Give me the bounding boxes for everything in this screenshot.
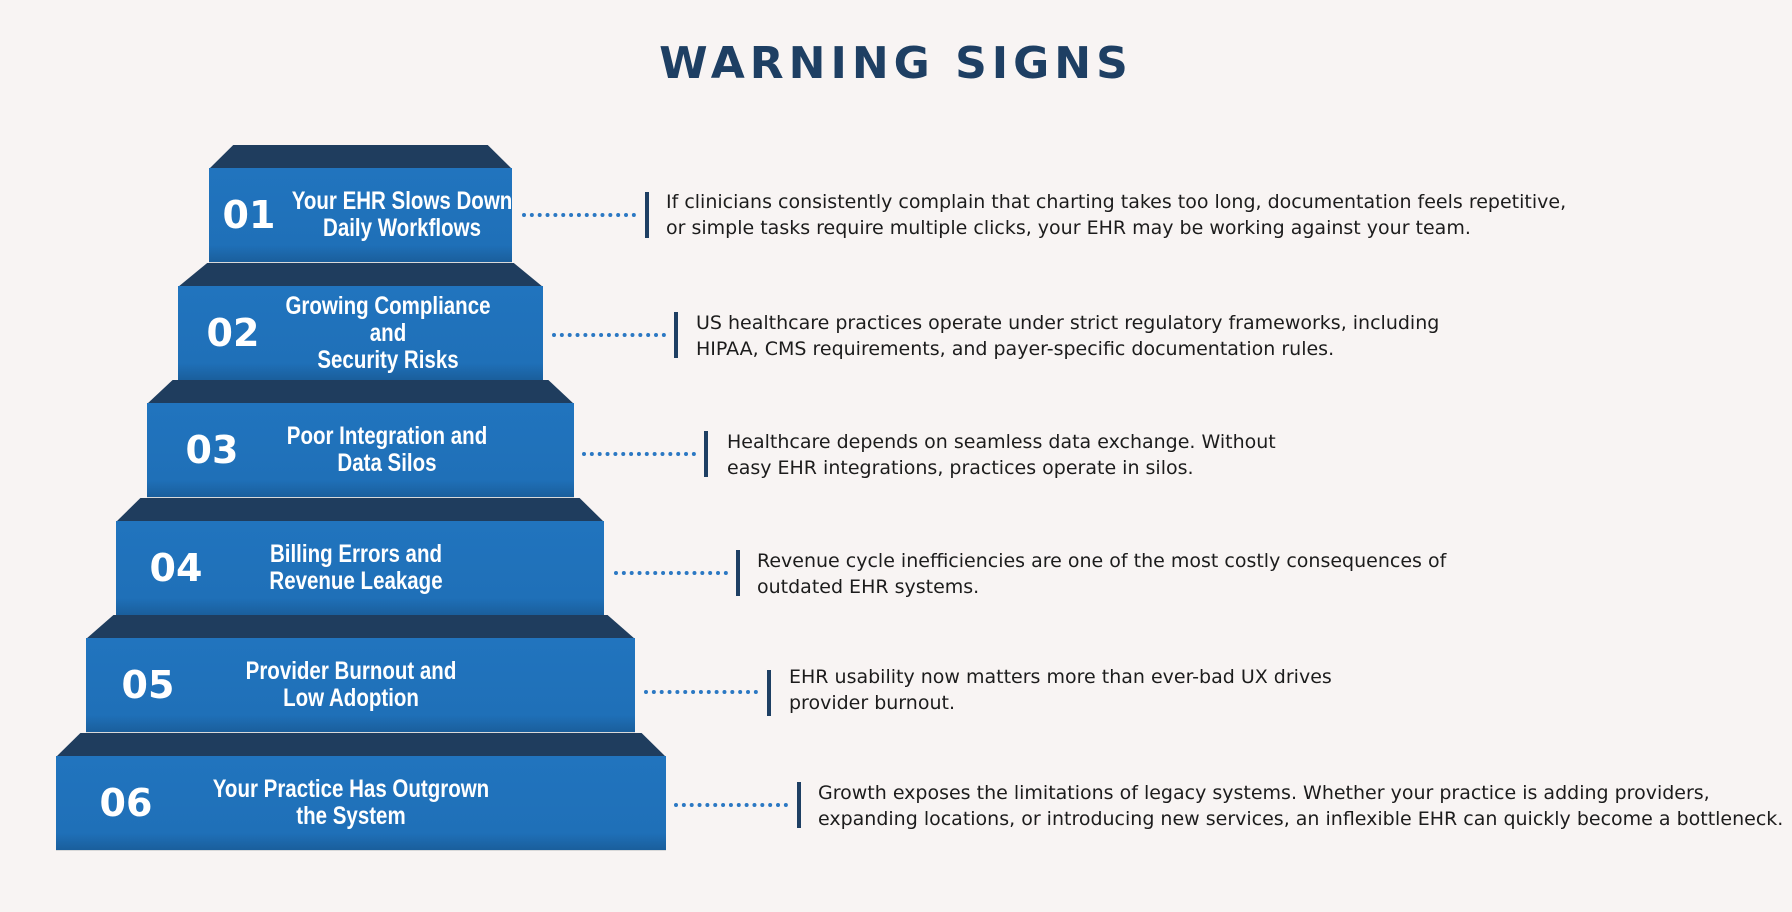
step-title: Billing Errors and Revenue Leakage (269, 540, 443, 595)
step-top-face (116, 498, 604, 522)
step-number: 05 (121, 663, 175, 707)
step-top-face (86, 615, 635, 639)
step-front-face: 03 Poor Integration and Data Silos (147, 403, 574, 498)
step-description: Growth exposes the limitations of legacy… (818, 782, 1784, 830)
step-top-face (56, 733, 666, 757)
step-number: 06 (99, 781, 153, 825)
description-bar (704, 431, 708, 477)
step-front-face: 06 Your Practice Has Outgrown the System (56, 756, 666, 851)
description-bar (736, 550, 740, 596)
step-title: Poor Integration and Data Silos (286, 422, 488, 477)
description-bar (767, 670, 771, 716)
step-top-face (209, 145, 512, 169)
dotted-connector (674, 803, 788, 807)
step-06: 06 Your Practice Has Outgrown the System (56, 733, 666, 851)
step-description: US healthcare practices operate under st… (696, 312, 1440, 360)
step-05: 05 Provider Burnout and Low Adoption (86, 615, 635, 733)
step-number: 04 (149, 546, 203, 590)
step-description: Revenue cycle inefficiencies are one of … (757, 550, 1447, 598)
step-front-face: 02 Growing Compliance and Security Risks (178, 286, 543, 381)
description-bar (797, 782, 801, 828)
description-bar (645, 192, 649, 238)
step-description: EHR usability now matters more than ever… (789, 666, 1332, 714)
step-04: 04 Billing Errors and Revenue Leakage (116, 498, 604, 616)
step-title: Your Practice Has Outgrown the System (212, 775, 490, 830)
dotted-connector (614, 571, 728, 575)
page-title: WARNING SIGNS (659, 38, 1133, 89)
dotted-connector (522, 213, 636, 217)
step-01: 01 Your EHR Slows Down Daily Workflows (209, 145, 512, 263)
step-top-face (147, 380, 574, 404)
step-number: 01 (222, 193, 276, 237)
step-description: Healthcare depends on seamless data exch… (727, 431, 1276, 479)
dotted-connector (582, 452, 696, 456)
step-title: Growing Compliance and Security Risks (285, 291, 491, 374)
dotted-connector (552, 333, 666, 337)
step-front-face: 05 Provider Burnout and Low Adoption (86, 638, 635, 733)
dotted-connector (644, 690, 758, 694)
step-title: Your EHR Slows Down Daily Workflows (291, 187, 513, 242)
step-front-face: 01 Your EHR Slows Down Daily Workflows (209, 168, 512, 263)
step-title: Provider Burnout and Low Adoption (245, 657, 457, 712)
step-number: 02 (206, 311, 260, 355)
step-number: 03 (185, 428, 239, 472)
step-description: If clinicians consistently complain that… (666, 191, 1567, 239)
step-top-face (178, 263, 543, 287)
step-03: 03 Poor Integration and Data Silos (147, 380, 574, 498)
description-bar (674, 312, 678, 358)
step-02: 02 Growing Compliance and Security Risks (178, 263, 543, 381)
step-front-face: 04 Billing Errors and Revenue Leakage (116, 521, 604, 616)
